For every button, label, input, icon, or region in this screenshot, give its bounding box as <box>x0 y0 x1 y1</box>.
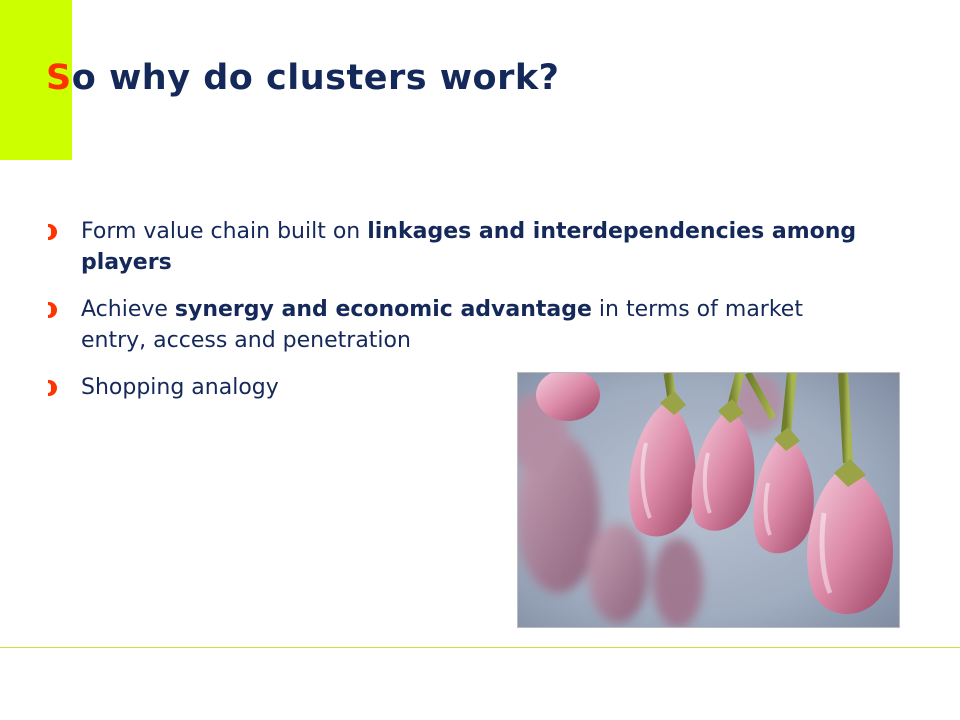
bullet-text-after: in terms of market entry, access and pen… <box>81 297 803 353</box>
bullet-item: Shopping analogy <box>48 372 868 403</box>
title-first-letter: S <box>46 58 72 98</box>
footer-divider <box>0 647 960 648</box>
flower-bud-illustration <box>518 373 899 627</box>
bullet-icon <box>48 224 57 240</box>
bullet-item: Achieve synergy and economic advantage i… <box>48 294 868 356</box>
bullet-text: Shopping analogy <box>81 375 279 400</box>
bullet-icon <box>48 302 57 318</box>
slide-title: So why do clusters work? <box>46 58 559 98</box>
bullet-list: Form value chain built on linkages and i… <box>48 216 868 419</box>
bullet-bold-text: synergy and economic advantage <box>174 297 592 322</box>
bullet-item: Form value chain built on linkages and i… <box>48 216 868 278</box>
accent-bar <box>0 0 72 160</box>
cherry-blossom-photo <box>517 372 900 628</box>
bullet-text: Form value chain built on <box>81 219 368 244</box>
title-rest: o why do clusters work? <box>71 58 560 98</box>
bullet-icon <box>48 380 57 396</box>
bullet-bold-text: linkages and interdependencies among pla… <box>81 219 857 275</box>
bullet-text: Achieve <box>81 297 175 322</box>
